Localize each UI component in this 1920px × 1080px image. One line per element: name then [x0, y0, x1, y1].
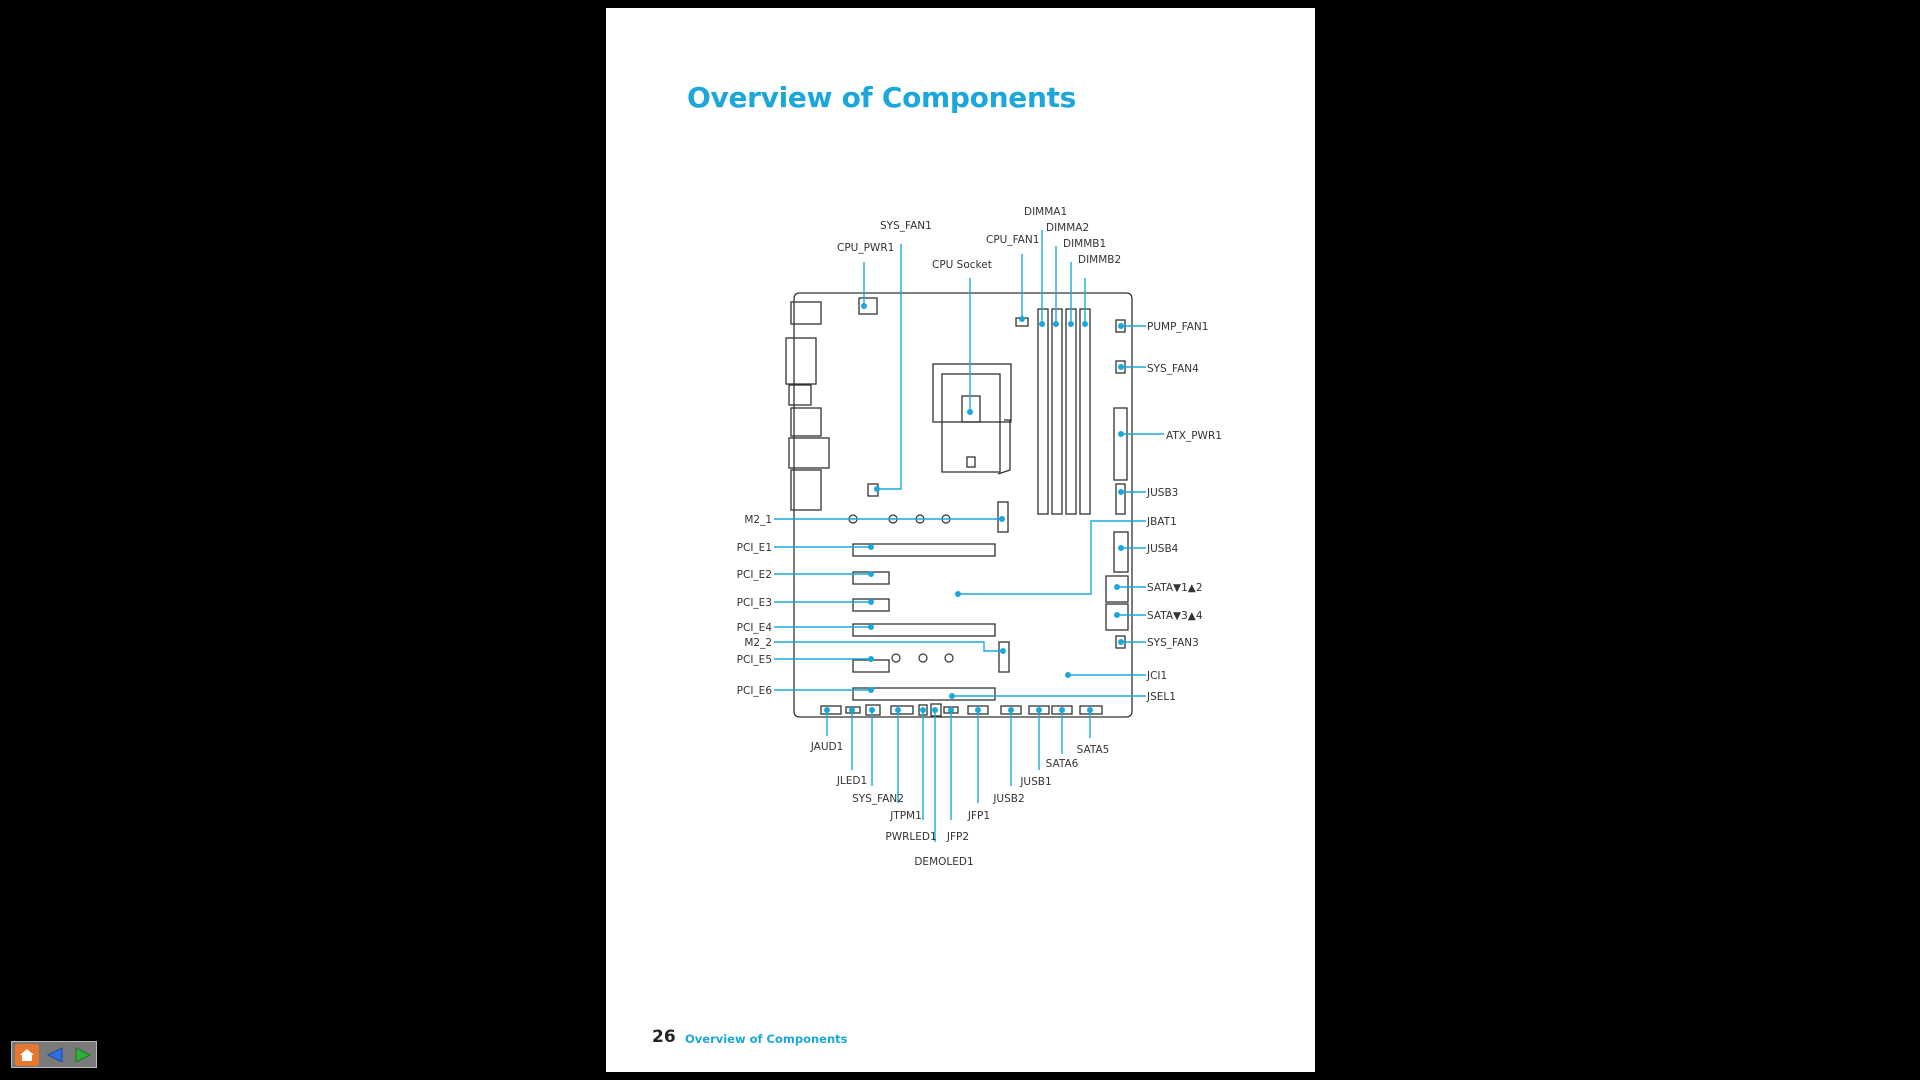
- label-sata6: SATA6: [1046, 758, 1079, 770]
- label-sata34: SATA▼3▲4: [1147, 610, 1203, 622]
- label-jled1: JLED1: [836, 775, 867, 787]
- page-title: Overview of Components: [687, 81, 1077, 114]
- label-jbat1: JBAT1: [1146, 516, 1177, 528]
- label-jci1: JCI1: [1146, 670, 1167, 682]
- label-pci-e4: PCI_E4: [737, 622, 773, 634]
- motherboard-diagram: DIMMA1 DIMMA2 DIMMB1 DIMMB2 SYS_FAN1 CPU…: [737, 206, 1222, 868]
- label-cpu-fan1: CPU_FAN1: [986, 234, 1039, 246]
- next-page-arrow-icon[interactable]: [71, 1044, 95, 1066]
- label-pci-e1: PCI_E1: [737, 542, 772, 554]
- label-m2-2: M2_2: [744, 637, 772, 649]
- label-pump-fan1: PUMP_FAN1: [1147, 321, 1208, 333]
- label-pci-e3: PCI_E3: [737, 597, 772, 609]
- label-pwrled1: PWRLED1: [885, 831, 936, 843]
- label-sys-fan1: SYS_FAN1: [880, 220, 932, 232]
- label-jaud1: JAUD1: [810, 741, 844, 753]
- label-jusb1: JUSB1: [1019, 776, 1051, 788]
- label-atx-pwr1: ATX_PWR1: [1166, 430, 1222, 442]
- label-jfp1: JFP1: [967, 810, 990, 822]
- component-labels: DIMMA1 DIMMA2 DIMMB1 DIMMB2 SYS_FAN1 CPU…: [737, 206, 1222, 868]
- board-outline: [785, 292, 1133, 718]
- label-m2-1: M2_1: [744, 514, 772, 526]
- label-demoled1: DEMOLED1: [914, 856, 973, 868]
- viewer-nav-bar: [11, 1041, 97, 1068]
- screw-holes: [848, 514, 954, 663]
- label-dimma1: DIMMA1: [1024, 206, 1067, 218]
- home-icon[interactable]: [15, 1043, 39, 1066]
- label-sys-fan2: SYS_FAN2: [852, 793, 904, 805]
- label-pci-e6: PCI_E6: [737, 685, 773, 697]
- label-cpu-socket: CPU Socket: [932, 259, 992, 271]
- label-jsel1: JSEL1: [1146, 691, 1176, 703]
- label-sys-fan3: SYS_FAN3: [1147, 637, 1199, 649]
- label-dimma2: DIMMA2: [1046, 222, 1089, 234]
- label-pci-e5: PCI_E5: [737, 654, 772, 666]
- label-pci-e2: PCI_E2: [737, 569, 772, 581]
- prev-page-arrow-icon[interactable]: [43, 1044, 67, 1066]
- label-dimmb1: DIMMB1: [1063, 238, 1106, 250]
- label-jfp2: JFP2: [946, 831, 969, 843]
- label-cpu-pwr1: CPU_PWR1: [837, 242, 894, 254]
- label-sata5: SATA5: [1077, 744, 1110, 756]
- connector-dots: [824, 303, 1124, 713]
- label-jtpm1: JTPM1: [889, 810, 922, 822]
- label-sata12: SATA▼1▲2: [1147, 582, 1203, 594]
- label-dimmb2: DIMMB2: [1078, 254, 1121, 266]
- footer-title: Overview of Components: [685, 1032, 848, 1046]
- leader-lines: [774, 230, 1164, 842]
- page-number: 26: [652, 1027, 676, 1047]
- label-jusb4: JUSB4: [1146, 543, 1179, 555]
- label-jusb2: JUSB2: [992, 793, 1024, 805]
- label-jusb3: JUSB3: [1146, 487, 1178, 499]
- document-page: Overview of Components: [606, 8, 1315, 1072]
- label-sys-fan4: SYS_FAN4: [1147, 363, 1199, 375]
